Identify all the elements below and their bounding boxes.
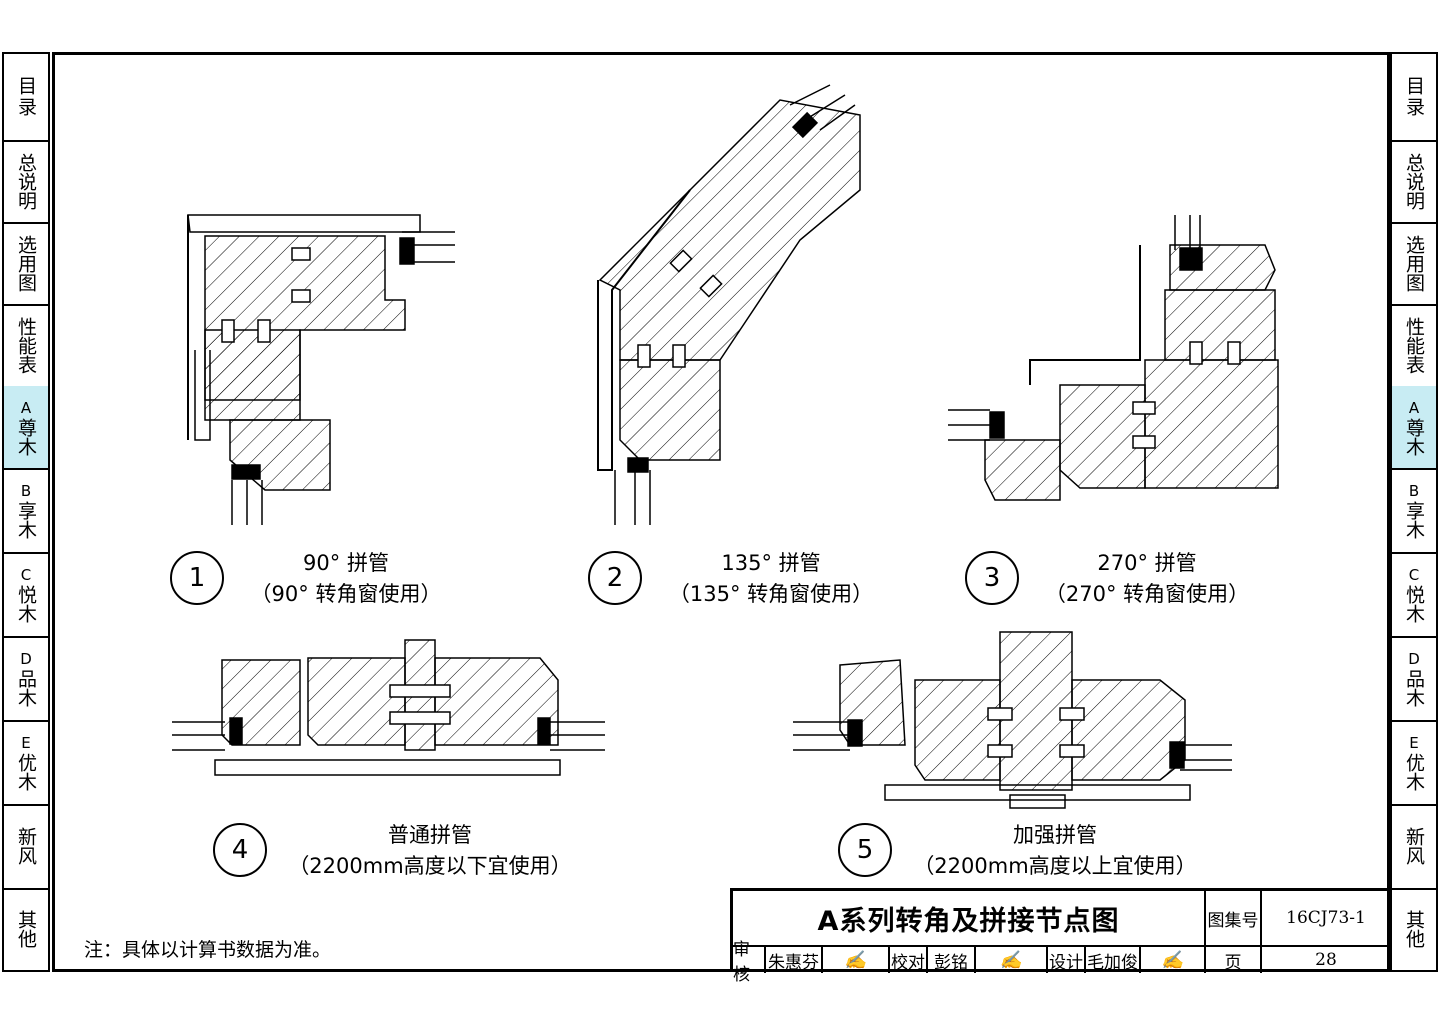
page-label: 页 — [1206, 947, 1262, 973]
tab-letter: D — [20, 650, 32, 668]
tab-letter: E — [1409, 734, 1419, 752]
tab-fresh-air[interactable]: 新风 — [4, 804, 48, 890]
detail-2-number: 2 — [588, 551, 642, 605]
tab-label: 享木 — [1403, 501, 1425, 539]
detail-3-drawing — [948, 215, 1279, 501]
review-label: 审核 — [733, 940, 766, 985]
drawing-title: A系列转角及拼接节点图 — [733, 891, 1206, 947]
detail-1-title: 90° 拼管 — [303, 551, 389, 575]
title-block: A系列转角及拼接节点图 图集号 16CJ73-1 审核 朱惠芬 ✍ 校对 彭铭 … — [730, 888, 1390, 985]
tab-selection[interactable]: 选用图 — [1392, 222, 1436, 306]
check-label: 校对 — [890, 947, 928, 973]
tab-label: 享木 — [15, 501, 37, 539]
tab-label: 目录 — [15, 76, 37, 118]
detail-1-subtitle: （90° 转角窗使用） — [250, 582, 442, 606]
tab-letter: A — [20, 399, 32, 417]
detail-3-subtitle: （270° 转角窗使用） — [1044, 582, 1250, 606]
tab-letter: D — [1408, 650, 1420, 668]
detail-4-subtitle: （2200mm高度以下宜使用） — [288, 854, 572, 878]
checker-name: 彭铭 — [928, 947, 976, 973]
tab-label: 性能表 — [15, 316, 37, 374]
tab-general[interactable]: 总说明 — [1392, 140, 1436, 224]
tab-label: 选用图 — [1403, 234, 1425, 292]
atlas-label: 图集号 — [1206, 891, 1262, 947]
detail-5-subtitle: （2200mm高度以上宜使用） — [913, 854, 1197, 878]
detail-3-title: 270° 拼管 — [1097, 551, 1197, 575]
detail-5-caption: 加强拼管 （2200mm高度以上宜使用） — [905, 820, 1205, 882]
detail-1-number: 1 — [170, 551, 224, 605]
tab-letter: B — [20, 482, 32, 500]
tab-contents[interactable]: 目录 — [4, 54, 48, 142]
detail-2-caption: 135° 拼管 （135° 转角窗使用） — [656, 548, 886, 610]
tab-selection[interactable]: 选用图 — [4, 222, 48, 306]
tab-label: 新风 — [1403, 827, 1425, 865]
tab-label: 尊木 — [15, 418, 37, 456]
tab-general[interactable]: 总说明 — [4, 140, 48, 224]
tab-contents[interactable]: 目录 — [1392, 54, 1436, 142]
tab-label: 性能表 — [1403, 316, 1425, 374]
tab-label: 悦木 — [15, 585, 37, 623]
detail-1-caption: 90° 拼管 （90° 转角窗使用） — [236, 548, 456, 610]
detail-5-number: 5 — [838, 823, 892, 877]
tab-letter: B — [1408, 482, 1420, 500]
detail-5-drawing — [793, 631, 1232, 809]
reviewer-signature: ✍ — [823, 947, 890, 973]
designer-signature: ✍ — [1141, 947, 1206, 973]
detail-3-caption: 270° 拼管 （270° 转角窗使用） — [1032, 548, 1262, 610]
designer-name: 毛加俊 — [1086, 947, 1141, 973]
detail-2-subtitle: （135° 转角窗使用） — [668, 582, 874, 606]
tab-label: 品木 — [1403, 669, 1425, 707]
tab-fresh-air[interactable]: 新风 — [1392, 804, 1436, 890]
design-label: 设计 — [1048, 947, 1086, 973]
detail-4-caption: 普通拼管 （2200mm高度以下宜使用） — [280, 820, 580, 882]
tab-label: 悦木 — [1403, 585, 1425, 623]
detail-2-drawing — [597, 84, 861, 525]
footnote: 注：具体以计算书数据为准。 — [84, 939, 332, 961]
tab-label: 新风 — [15, 827, 37, 865]
tab-letter: C — [1408, 566, 1420, 584]
tab-label: 尊木 — [1403, 418, 1425, 456]
tab-letter: C — [20, 566, 32, 584]
tab-label: 选用图 — [15, 234, 37, 292]
reviewer-name: 朱惠芬 — [766, 947, 823, 973]
tab-label: 品木 — [15, 669, 37, 707]
atlas-number: 16CJ73-1 — [1262, 891, 1390, 947]
detail-3-number: 3 — [965, 551, 1019, 605]
tab-label: 优木 — [15, 753, 37, 791]
detail-4-number: 4 — [213, 823, 267, 877]
detail-1-drawing — [187, 214, 455, 525]
tab-label: 优木 — [1403, 753, 1425, 791]
detail-5-title: 加强拼管 — [1013, 823, 1097, 847]
tab-label: 总说明 — [1403, 152, 1425, 210]
tab-label: 其他 — [1403, 910, 1425, 948]
detail-4-title: 普通拼管 — [388, 823, 472, 847]
tab-letter: E — [21, 734, 31, 752]
detail-4-drawing — [172, 639, 605, 776]
detail-2-title: 135° 拼管 — [721, 551, 821, 575]
tab-label: 目录 — [1403, 76, 1425, 118]
drawing-frame — [52, 52, 1390, 972]
tab-other[interactable]: 其他 — [1392, 888, 1436, 970]
page-number: 28 — [1315, 950, 1337, 970]
checker-signature: ✍ — [976, 947, 1048, 973]
tab-label: 总说明 — [15, 152, 37, 210]
tab-letter: A — [1408, 399, 1420, 417]
tab-label: 其他 — [15, 910, 37, 948]
tab-other[interactable]: 其他 — [4, 888, 48, 970]
